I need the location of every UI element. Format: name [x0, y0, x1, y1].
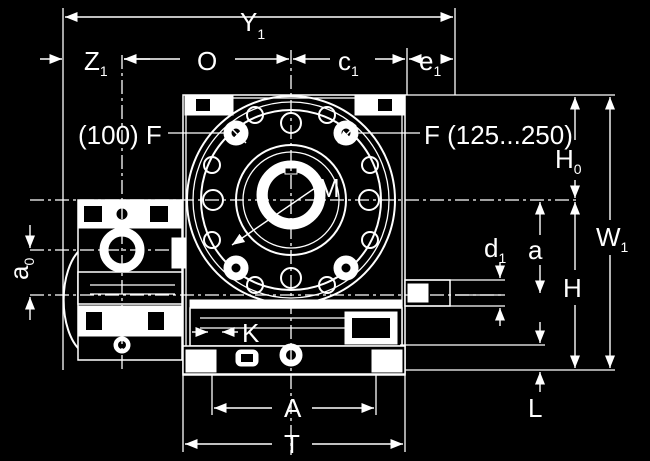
label-F-left: (100) F	[78, 120, 162, 150]
center-lines	[30, 50, 580, 455]
label-c1: c1	[338, 46, 359, 79]
label-W1: W1	[596, 222, 629, 255]
gearbox-housing	[182, 94, 451, 376]
label-e1: e1	[419, 46, 441, 79]
label-H0: H0	[555, 144, 582, 177]
label-Y1: Y1	[240, 7, 265, 42]
label-F-right: F (125...250)	[424, 120, 573, 150]
label-K: K	[242, 318, 260, 348]
label-A: A	[284, 393, 302, 423]
label-L: L	[528, 393, 542, 423]
label-T: T	[284, 429, 300, 459]
bolt-hole-bottom-left	[230, 262, 242, 274]
label-H: H	[563, 273, 582, 303]
label-a0: a0	[4, 258, 37, 280]
label-Z1: Z1	[84, 46, 108, 79]
dimension-labels: Y1 Z1 O c1 e1 (100) F F (125...250) M H0…	[4, 7, 629, 459]
bolt-hole-bottom-right	[340, 262, 352, 274]
label-O: O	[197, 46, 217, 76]
label-M: M	[318, 173, 340, 203]
motor-adapter	[62, 199, 187, 361]
label-d1: d1	[484, 233, 506, 266]
motor-end-cap	[62, 249, 81, 351]
extension-lines	[62, 8, 615, 452]
bolt-hole-top-right	[340, 127, 352, 139]
label-a: a	[528, 235, 543, 265]
dimension-lines	[24, 11, 616, 450]
